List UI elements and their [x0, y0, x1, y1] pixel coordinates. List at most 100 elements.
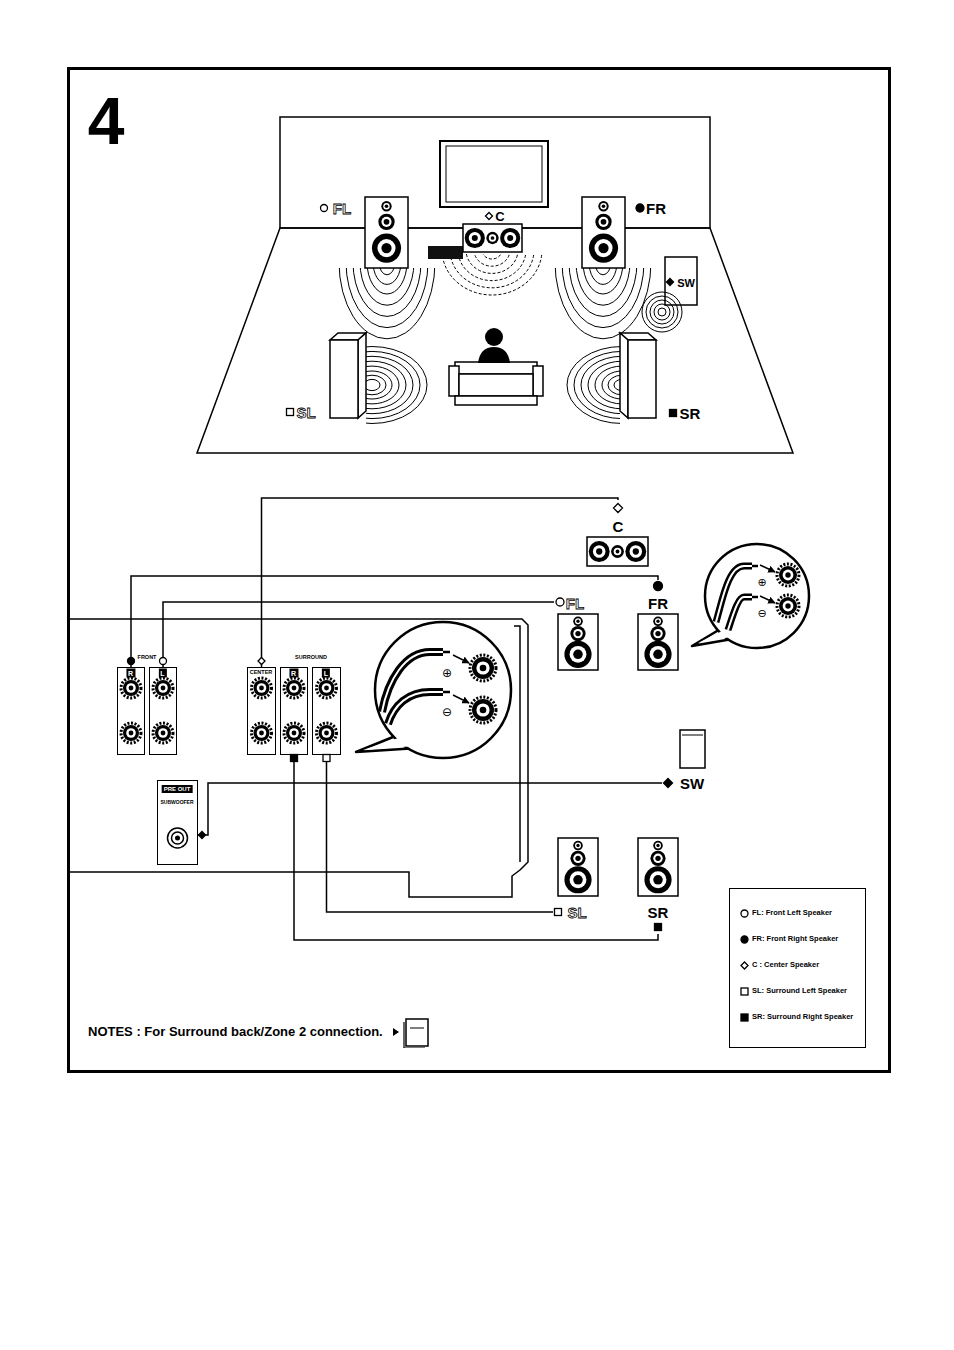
- room-speakers: [365, 197, 625, 268]
- connector-symbol: [321, 205, 328, 212]
- legend-symbol: [740, 987, 749, 996]
- speaker-label: C: [613, 519, 624, 534]
- center-cabinet: [587, 537, 648, 566]
- binding-post: [470, 655, 496, 681]
- connector-symbol: [667, 279, 674, 286]
- connector-symbol: [323, 755, 330, 762]
- binding-post: [470, 697, 496, 723]
- speaker-label: FR: [648, 596, 668, 611]
- speaker-wire: [163, 602, 554, 667]
- connector-symbol: [287, 409, 294, 416]
- speaker: C: [585, 500, 651, 568]
- legend-symbol: [740, 935, 749, 944]
- speaker: FR: [636, 580, 680, 672]
- legend-item: FL: Front Left Speaker: [740, 908, 832, 918]
- terminal-label: PRE OUT: [162, 785, 193, 793]
- speaker-label: SR: [680, 406, 701, 421]
- terminal-label: R: [126, 668, 135, 677]
- connector-symbol: [741, 1014, 748, 1021]
- legend-text: SR: Surround Right Speaker: [752, 1013, 853, 1021]
- connector-symbol: [258, 658, 265, 665]
- connector-symbol: [741, 936, 748, 943]
- speaker-terminal: R: [117, 667, 145, 755]
- terminal-label: CENTER: [250, 670, 273, 676]
- speaker-cabinet: [638, 614, 678, 670]
- connector-symbol: [291, 755, 298, 762]
- speaker-cabinet: [582, 197, 625, 268]
- manual-icon: [393, 1016, 433, 1048]
- terminal-group: FRONT R L: [114, 652, 180, 758]
- terminal-label: L: [158, 668, 166, 677]
- speaker-cabinet: [558, 614, 598, 670]
- speaker: SL: [553, 836, 601, 920]
- speaker-label: C: [495, 210, 504, 223]
- legend-symbol: [740, 909, 749, 918]
- speaker-terminal: L: [149, 667, 177, 755]
- speaker: SR: [636, 836, 680, 934]
- speaker-icon: [636, 580, 680, 672]
- binding-posts: [121, 678, 337, 848]
- listener: [449, 328, 543, 405]
- page-frame: [69, 69, 890, 1072]
- terminal-group: SURROUNDRL: [278, 652, 344, 758]
- receiver-rear-panel: [70, 619, 528, 897]
- speaker-label: SW: [677, 278, 695, 289]
- preout-jack: PRE OUTSUBWOOFER: [157, 780, 198, 865]
- terminal-label: FRONT: [138, 655, 157, 661]
- speaker-label: SW: [680, 776, 704, 791]
- legend-item: FR: Front Right Speaker: [740, 934, 838, 944]
- terminal-label: L: [322, 668, 330, 677]
- speaker-wire: [198, 783, 662, 835]
- speaker-cabinet: [558, 838, 598, 896]
- speaker-terminal: L: [312, 667, 341, 755]
- binding-post: [317, 678, 337, 698]
- binding-post: [153, 678, 173, 698]
- legend-text: SL: Surround Left Speaker: [752, 987, 847, 995]
- speaker-label: FL: [333, 201, 351, 216]
- speaker-cabinet: [365, 197, 408, 268]
- figure-number: 4: [88, 88, 125, 154]
- binding-post: [317, 723, 337, 743]
- tv-screen: [440, 141, 548, 207]
- speaker-terminal: CENTER: [247, 667, 276, 755]
- legend-symbol: [740, 1013, 749, 1022]
- connector-symbol: [486, 213, 493, 220]
- binding-post: [284, 723, 304, 743]
- speaker-label: SL: [567, 905, 586, 920]
- terminal-callout: [692, 544, 809, 648]
- connector-symbol: [741, 988, 748, 995]
- connector-symbol: [199, 832, 206, 839]
- speaker-terminal: R: [280, 667, 308, 755]
- rca-jack: [168, 828, 188, 848]
- connector-symbol: [636, 204, 644, 212]
- legend-text: FR: Front Right Speaker: [752, 935, 838, 943]
- connector-symbol: [741, 910, 748, 917]
- connector-symbol: [655, 924, 662, 931]
- room-subwoofer: [642, 257, 697, 332]
- polarity-mark: ⊕: [442, 667, 452, 679]
- speaker: FL: [554, 594, 602, 672]
- connector-symbol: [160, 658, 167, 665]
- speaker-icon: [585, 500, 651, 568]
- binding-post: [121, 723, 141, 743]
- polarity-mark: ⊖: [757, 608, 766, 619]
- binding-post: [777, 564, 799, 586]
- legend-item: C : Center Speaker: [740, 960, 819, 970]
- connector-symbol: [664, 779, 673, 788]
- center-cabinet: [463, 224, 522, 252]
- speaker-label: SR: [648, 905, 669, 920]
- connector-symbol: [128, 658, 135, 665]
- connector-symbol: [654, 582, 663, 591]
- connector-symbol: [614, 504, 623, 513]
- connector-symbol: [670, 410, 677, 417]
- speaker-cabinet: [638, 838, 678, 896]
- polarity-mark: ⊕: [757, 577, 766, 588]
- speaker-wire: [327, 755, 554, 912]
- legend-text: FL: Front Left Speaker: [752, 909, 832, 917]
- polarity-mark: ⊖: [442, 706, 452, 718]
- subwoofer: SW: [662, 728, 708, 792]
- legend-item: SL: Surround Left Speaker: [740, 986, 847, 996]
- connector-symbol: [555, 909, 562, 916]
